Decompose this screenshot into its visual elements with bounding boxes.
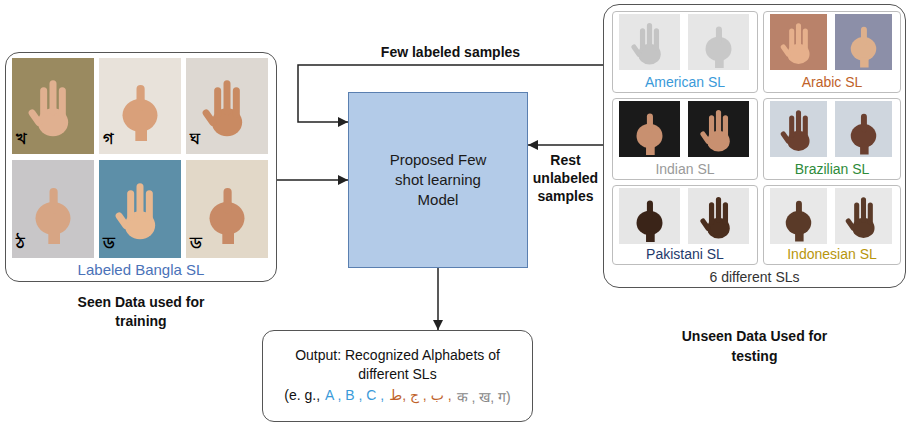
brazilian-photo [835,101,892,157]
indian-photo [688,101,749,157]
indonesian-photo [835,188,892,244]
sl-group: Indonesian SL [763,185,901,265]
example-letters: (e. g., [284,387,320,406]
sign-letter: ঠ [16,234,25,252]
bangla-photo [99,160,181,258]
sl-name: American SL [613,74,757,90]
bangla-photo [99,58,181,154]
unseen-data-panel: 6 different SLsUnseen Data Used for test… [603,4,906,288]
seen-data-panel: Labeled Bangla SLSeen Data used for trai… [5,52,277,282]
american-photo [688,14,749,70]
edge-label: Few labeled samples [379,43,522,61]
sign-letter: ড [190,234,202,252]
edge-label: Rest unlabeled samples [530,151,602,206]
sign-letter: খ [16,130,27,148]
bangla-photo [12,58,94,154]
sign-letter: ঘ [190,130,200,148]
model-box: Proposed Few shot learning Model [348,92,528,268]
sl-name: Brazilian SL [764,161,900,177]
sl-name: Arabic SL [764,74,900,90]
indonesian-photo [770,188,827,244]
sign-letter: ড [103,234,115,252]
output-label: Output: Recognized Alphabets of differen… [295,346,500,384]
sl-group: Arabic SL [763,11,901,93]
brazilian-photo [770,101,827,157]
bangla-photo [186,58,268,154]
sl-group: Pakistani SL [612,185,758,265]
section-caption: Seen Data used for training [66,293,216,331]
american-photo [619,14,680,70]
sl-group: Indian SL [612,98,758,180]
pakistani-photo [688,188,749,244]
flow-arrow [277,179,348,181]
arabic-photo [770,14,827,70]
bangla-photo [186,160,268,258]
example-letters: A , B , C , [325,387,384,406]
example-row: (e. g., A , B , C , ط, ج , ب , क , ख, ग) [284,387,510,406]
sl-name: Indian SL [613,161,757,177]
flow-arrow [437,268,439,330]
sl-name: Indonesian SL [764,246,900,262]
sign-letter: গ [103,130,113,148]
example-letters: ط, ج , ب , [389,387,451,406]
model-name: Proposed Few shot learning Model [382,150,494,211]
sl-group: American SL [612,11,758,93]
output-box: Output: Recognized Alphabets of differen… [262,330,533,422]
example-letters: क , ख, ग) [457,387,511,406]
indian-photo [619,101,680,157]
flow-arrow [528,144,603,146]
panel-label: 6 different SLs [604,269,905,285]
section-caption: Unseen Data Used for testing [680,327,830,366]
sl-group: Brazilian SL [763,98,901,180]
sl-name: Pakistani SL [613,246,757,262]
bangla-photo [12,160,94,258]
panel-label: Labeled Bangla SL [6,261,276,278]
pakistani-photo [619,188,680,244]
arabic-photo [835,14,892,70]
